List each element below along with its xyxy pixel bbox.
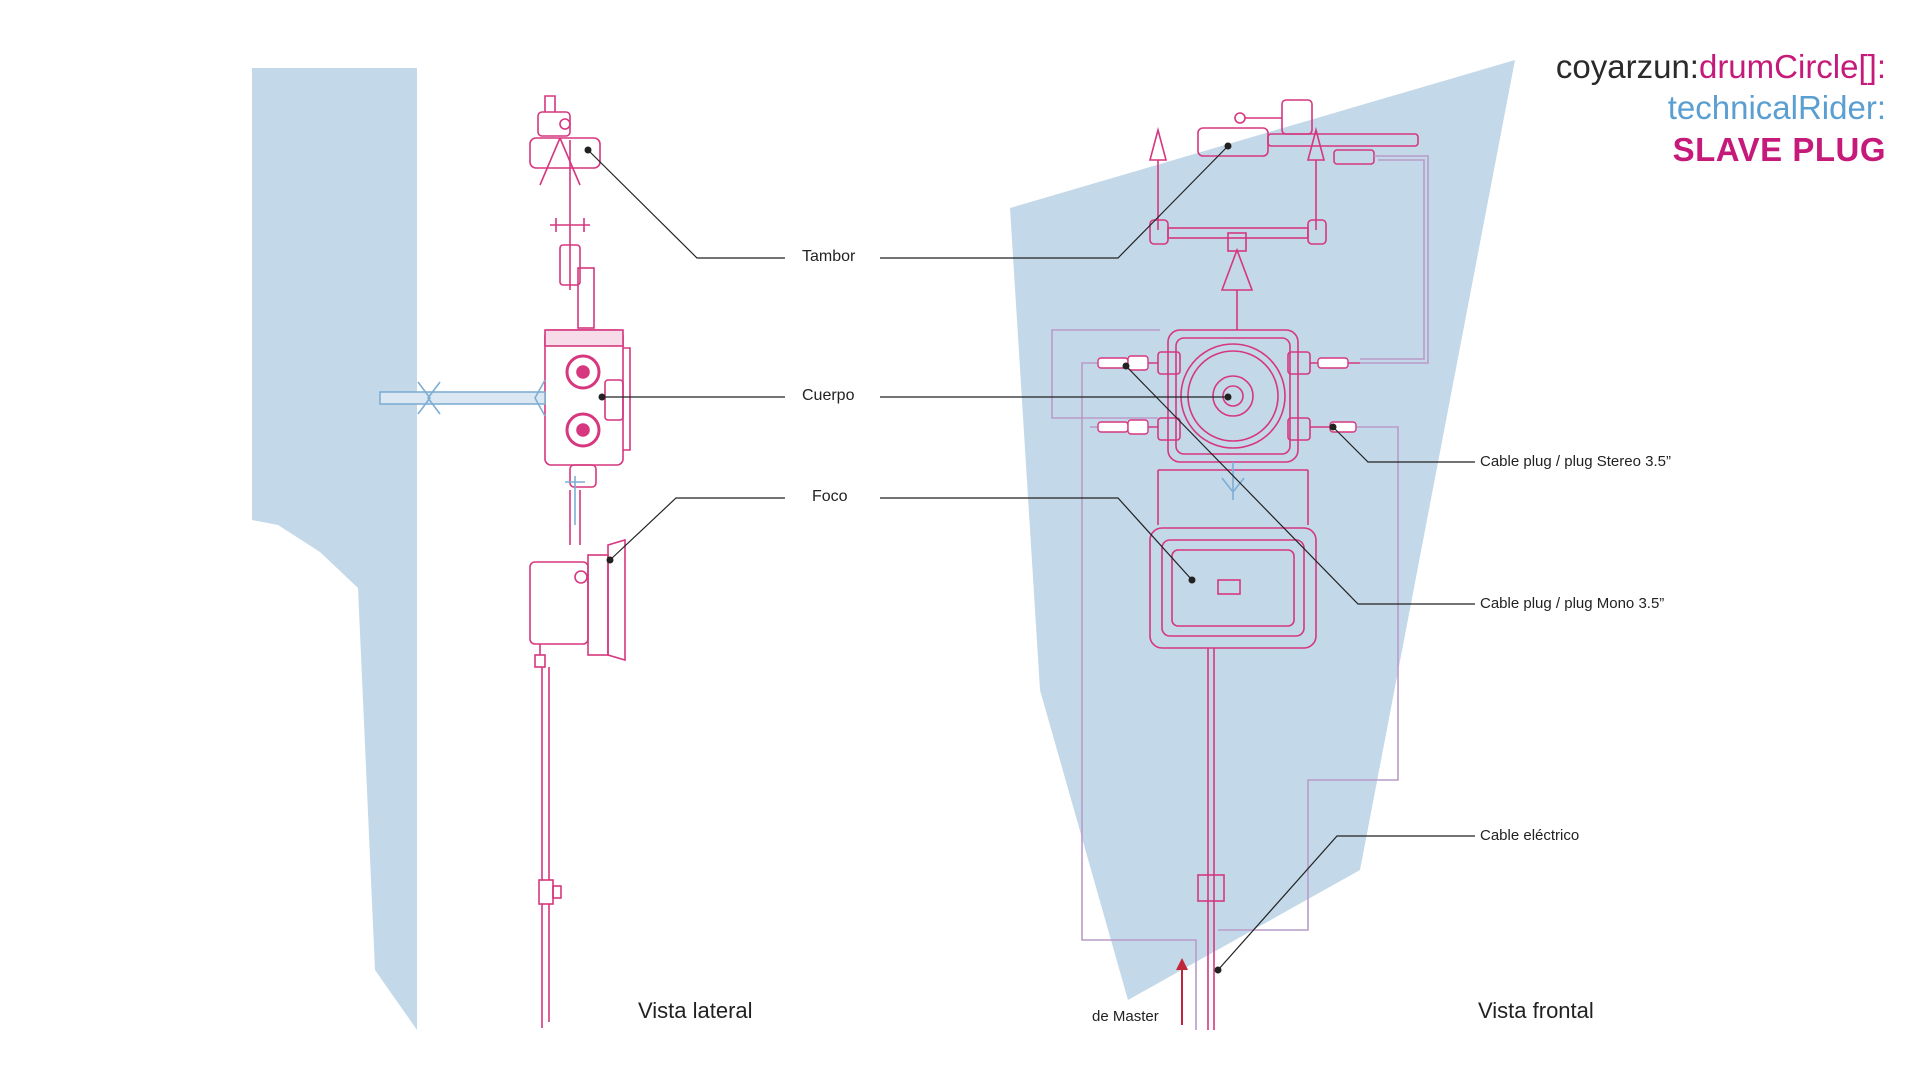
caption-vista-lateral: Vista lateral <box>638 998 753 1023</box>
wall-frontal <box>1010 60 1515 1000</box>
leader-tambor-left <box>587 149 785 259</box>
title-line-2: technicalRider: <box>1667 89 1886 127</box>
leader-foco-right <box>880 497 1193 581</box>
frontal-spotlight <box>1149 469 1317 649</box>
lateral-threaded-rod <box>379 379 585 525</box>
label-mono-cable: Cable plug / plug Mono 3.5” <box>1480 595 1665 612</box>
leader-stereo <box>1332 426 1475 463</box>
lateral-view <box>529 95 631 1028</box>
label-foco: Foco <box>812 488 848 505</box>
leader-electrico <box>1217 835 1475 971</box>
caption-vista-frontal: Vista frontal <box>1478 998 1594 1023</box>
wall-lateral <box>252 68 417 1030</box>
frontal-drum <box>1148 99 1419 330</box>
title-line-1: coyarzun:drumCircle[]: <box>1556 46 1886 87</box>
frontal-cables <box>1051 155 1429 1030</box>
label-tambor: Tambor <box>802 248 856 265</box>
leader-mono <box>1125 365 1475 605</box>
title-line-3: SLAVE PLUG <box>1672 130 1886 168</box>
frontal-connectors <box>1097 355 1357 435</box>
title-prefix: coyarzun: <box>1555 48 1699 85</box>
title-block: coyarzun:drumCircle[]: technicalRider: S… <box>1556 46 1886 170</box>
lateral-body <box>544 329 631 488</box>
leader-dots <box>584 142 1337 974</box>
label-de-master: de Master <box>1092 1008 1159 1025</box>
label-electric-cable: Cable eléctrico <box>1480 827 1580 844</box>
de-master-arrow <box>1176 958 1188 1025</box>
leader-foco-left <box>609 497 785 561</box>
lateral-drum <box>529 95 601 329</box>
leader-tambor-right <box>880 145 1229 259</box>
lateral-spotlight <box>529 538 626 668</box>
title-accent: drumCircle[]: <box>1698 48 1886 85</box>
label-stereo-cable: Cable plug / plug Stereo 3.5” <box>1480 453 1671 470</box>
label-cuerpo: Cuerpo <box>802 387 855 404</box>
leader-lines <box>587 145 1475 971</box>
